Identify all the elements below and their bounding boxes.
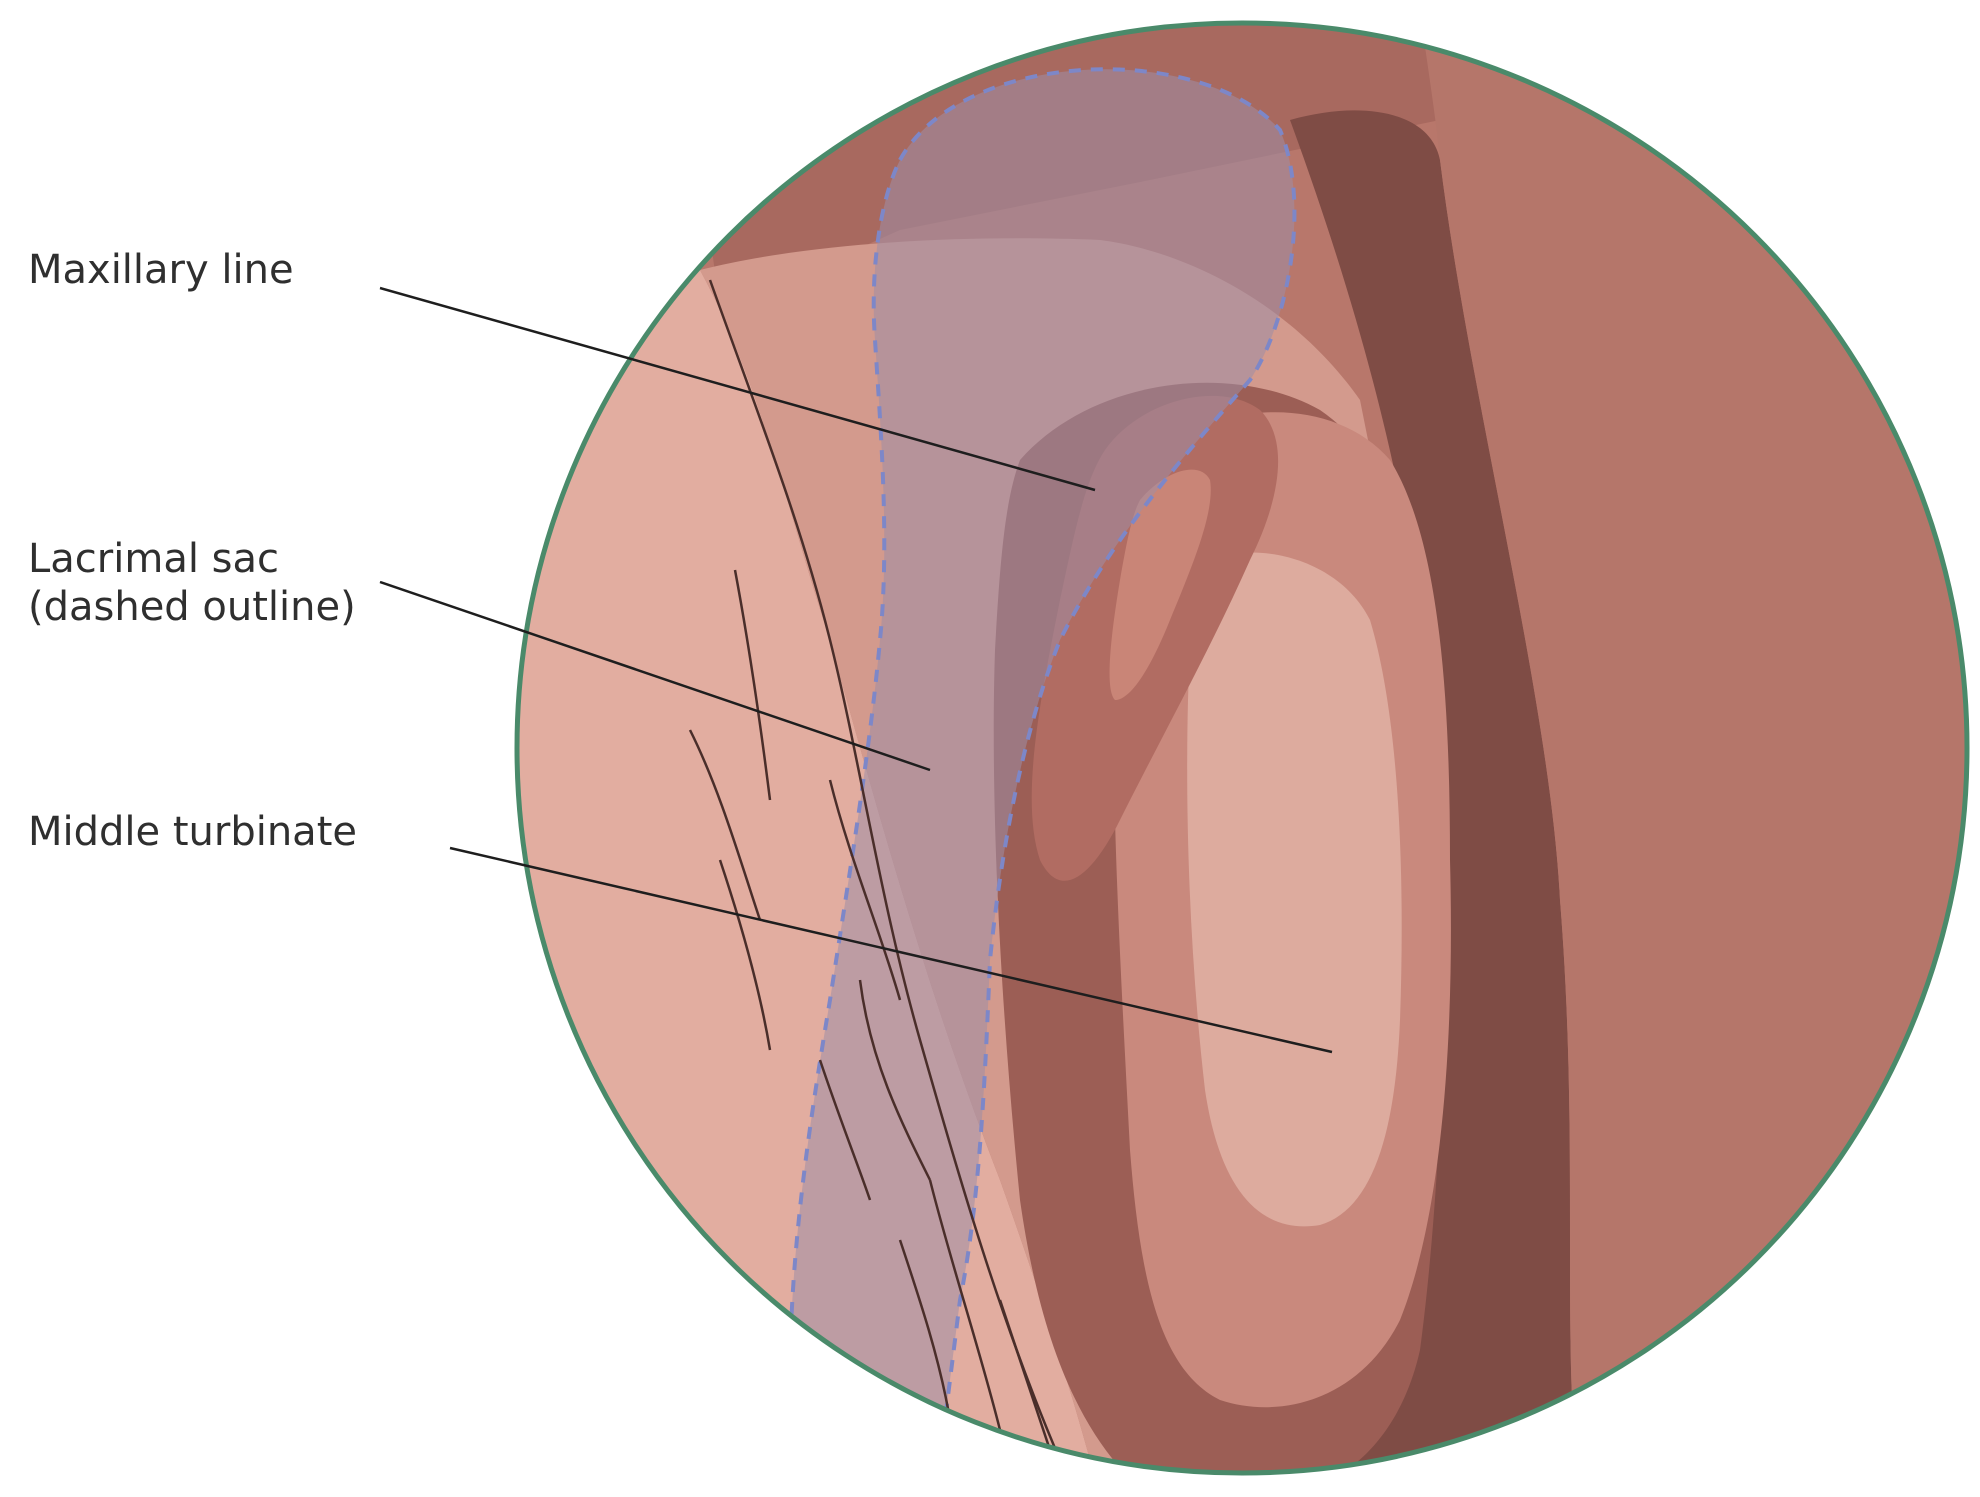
maxillary-line-text: Maxillary line [28, 247, 294, 293]
middle-turbinate-highlight [1187, 552, 1402, 1227]
lacrimal-sac-fill [790, 69, 1295, 1428]
middle-turbinate-text: Middle turbinate [28, 809, 357, 855]
lacrimal-sac-text-line2: (dashed outline) [28, 584, 356, 630]
lacrimal-sac-outline [788, 67, 1297, 1421]
maxillary-line-label: Maxillary line [28, 246, 294, 294]
middle-turbinate-leader [449, 846, 1333, 1054]
endoscope-border [514, 20, 1970, 1476]
lacrimal-sac-text-line1: Lacrimal sac [28, 536, 279, 582]
septal-vessels [688, 279, 1062, 1473]
middle-turbinate-label: Middle turbinate [28, 808, 357, 856]
maxillary-line-leader [379, 286, 1096, 492]
uncinate-inner [1109, 469, 1211, 700]
lacrimal-sac-leader [379, 580, 931, 772]
lacrimal-sac-label: Lacrimal sac (dashed outline) [28, 535, 356, 631]
endoscope-field [517, 23, 1967, 1473]
lateral-wall [1420, 23, 1967, 1473]
dark-groove [1270, 110, 1580, 1473]
